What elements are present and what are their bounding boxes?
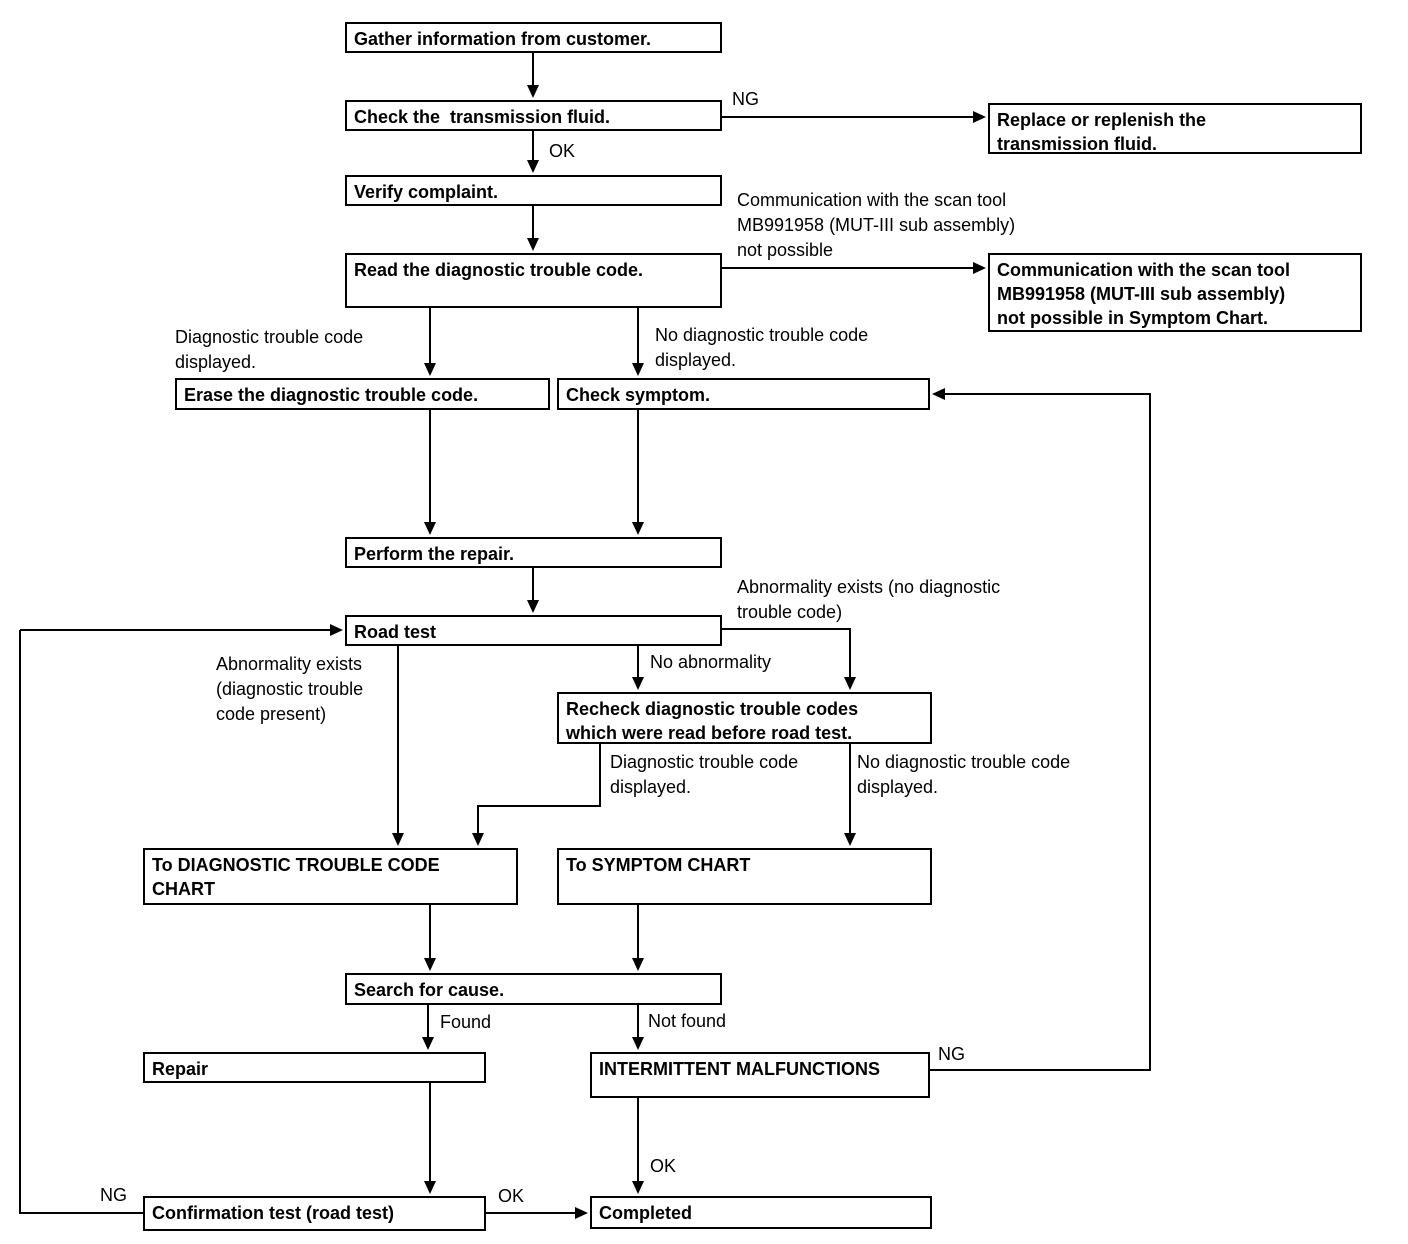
label-abnormality-dtc-present: Abnormality exists (diagnostic trouble c…: [216, 654, 364, 724]
node-verify-complaint: Verify complaint.: [345, 175, 722, 206]
arrowhead-down-icon: [527, 85, 539, 98]
node-recheck-dtc: Recheck diagnostic trouble codes which w…: [557, 692, 932, 744]
arrowhead-right-icon: [330, 624, 343, 636]
arrowhead-down-icon: [424, 958, 436, 971]
node-communication-symptom-chart: Communication with the scan tool MB99195…: [988, 253, 1362, 332]
arrowhead-down-icon: [424, 522, 436, 535]
node-confirmation-test: Confirmation test (road test): [143, 1196, 486, 1231]
node-replace-fluid: Replace or replenish the transmission fl…: [988, 103, 1362, 154]
flow-line: [637, 410, 639, 525]
arrowhead-down-icon: [632, 958, 644, 971]
arrowhead-down-icon: [527, 238, 539, 251]
node-read-dtc: Read the diagnostic trouble code.: [345, 253, 722, 308]
flow-line: [722, 116, 977, 118]
arrowhead-down-icon: [632, 363, 644, 376]
arrowhead-right-icon: [973, 111, 986, 123]
node-to-symptom-chart: To SYMPTOM CHART: [557, 848, 932, 905]
node-search-for-cause: Search for cause.: [345, 973, 722, 1005]
label-dtc-displayed-1: Diagnostic trouble code displayed.: [175, 327, 364, 372]
flow-line: [532, 53, 534, 88]
node-repair: Repair: [143, 1052, 486, 1083]
flow-line: [599, 744, 601, 807]
label-communication-not-possible: Communication with the scan tool MB99195…: [737, 190, 1016, 260]
arrowhead-down-icon: [632, 1037, 644, 1050]
arrowhead-down-icon: [844, 833, 856, 846]
flow-line: [429, 905, 431, 961]
flow-line: [429, 1083, 431, 1184]
flow-line: [20, 629, 333, 631]
flow-line: [532, 568, 534, 603]
flow-line: [722, 628, 851, 630]
flow-line: [930, 1069, 1151, 1071]
label-no-dtc-displayed-1: No diagnostic trouble code displayed.: [655, 325, 869, 370]
label-abnormality-no-dtc: Abnormality exists (no diagnostic troubl…: [737, 577, 1001, 622]
arrowhead-down-icon: [527, 600, 539, 613]
flow-line: [477, 805, 479, 836]
label-no-dtc-displayed-2: No diagnostic trouble code displayed.: [857, 752, 1071, 797]
label-ok-intermittent: OK: [650, 1156, 677, 1176]
flow-line: [532, 206, 534, 241]
flow-line: [637, 905, 639, 961]
arrowhead-down-icon: [392, 833, 404, 846]
node-erase-dtc: Erase the diagnostic trouble code.: [175, 378, 550, 410]
flow-line: [486, 1212, 578, 1214]
flow-line: [477, 805, 601, 807]
arrowhead-down-icon: [632, 522, 644, 535]
flow-line: [1149, 394, 1151, 1071]
label-ok-fluid: OK: [549, 141, 576, 161]
label-dtc-displayed-2: Diagnostic trouble code displayed.: [610, 752, 799, 797]
flow-line: [532, 131, 534, 163]
flow-line: [637, 646, 639, 680]
flow-line: [722, 267, 977, 269]
flow-line: [20, 1212, 143, 1214]
arrowhead-down-icon: [472, 833, 484, 846]
label-ok-confirmation: OK: [498, 1186, 525, 1206]
flow-line: [429, 410, 431, 525]
flow-line: [637, 308, 639, 366]
arrowhead-left-icon: [932, 388, 945, 400]
flow-line: [849, 628, 851, 680]
arrowhead-down-icon: [424, 363, 436, 376]
node-to-dtc-chart: To DIAGNOSTIC TROUBLE CODE CHART: [143, 848, 518, 905]
arrowhead-down-icon: [632, 1181, 644, 1194]
node-check-transmission-fluid: Check the transmission fluid.: [345, 100, 722, 131]
label-no-abnormality: No abnormality: [650, 652, 772, 672]
flow-line: [849, 744, 851, 836]
flow-line: [637, 1005, 639, 1040]
node-check-symptom: Check symptom.: [557, 378, 930, 410]
flow-line: [637, 1098, 639, 1184]
arrowhead-down-icon: [844, 677, 856, 690]
node-intermittent-malfunctions: INTERMITTENT MALFUNCTIONS: [590, 1052, 930, 1098]
arrowhead-down-icon: [527, 160, 539, 173]
arrowhead-right-icon: [973, 262, 986, 274]
node-completed: Completed: [590, 1196, 932, 1229]
node-gather-information: Gather information from customer.: [345, 22, 722, 53]
arrowhead-down-icon: [424, 1181, 436, 1194]
label-ng-intermittent: NG: [938, 1044, 965, 1064]
flow-line: [427, 1005, 429, 1040]
arrowhead-down-icon: [422, 1037, 434, 1050]
node-perform-repair: Perform the repair.: [345, 537, 722, 568]
label-ng-confirmation: NG: [100, 1185, 127, 1205]
label-ng-fluid: NG: [732, 89, 759, 109]
node-road-test: Road test: [345, 615, 722, 646]
arrowhead-right-icon: [575, 1207, 588, 1219]
flow-line: [429, 308, 431, 366]
flow-line: [945, 393, 1151, 395]
arrowhead-down-icon: [632, 677, 644, 690]
label-not-found: Not found: [648, 1011, 727, 1031]
flow-line: [19, 630, 21, 1214]
label-found: Found: [440, 1012, 492, 1032]
flow-line: [397, 646, 399, 836]
